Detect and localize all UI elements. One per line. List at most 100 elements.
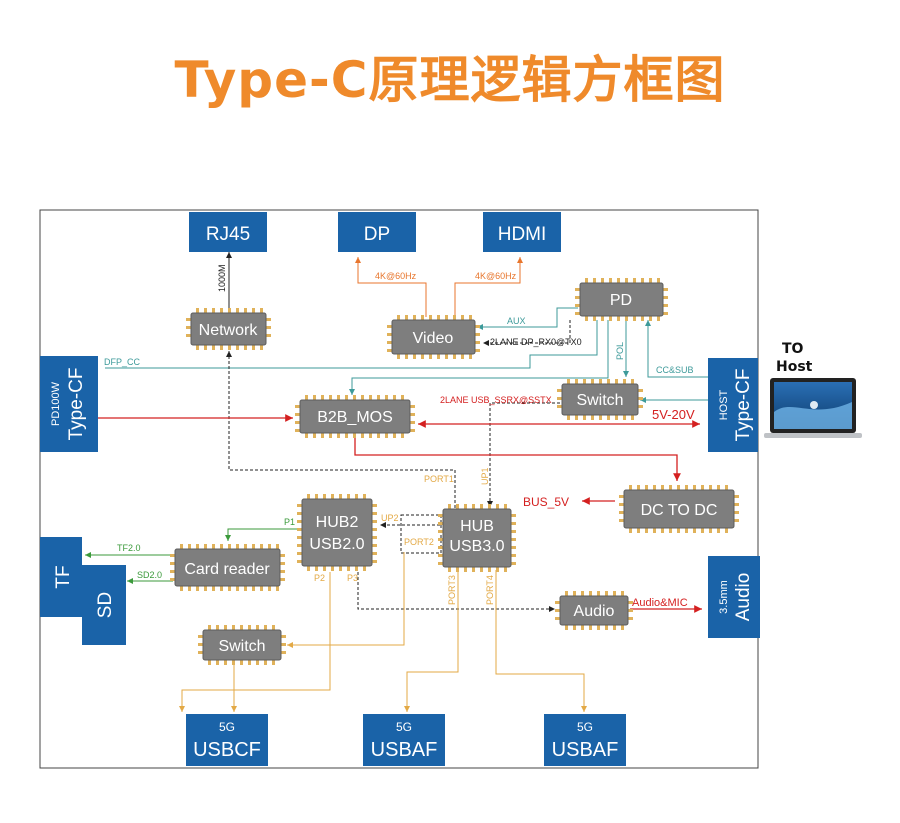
label-1000m: 1000M <box>217 264 227 292</box>
chip-pins <box>170 544 285 591</box>
svg-text:USBCF: USBCF <box>193 739 261 761</box>
port-tf: TF <box>40 537 82 617</box>
port-usbcf: 5G USBCF <box>186 714 268 766</box>
chip-pins <box>438 504 516 572</box>
line-labels: 1000M 4K@60Hz 4K@60Hz AUX 2LANE DP_RX0@T… <box>104 264 695 609</box>
chip-network: Network <box>186 308 271 350</box>
svg-text:B2B_MOS: B2B_MOS <box>317 409 393 426</box>
chip-pins <box>186 308 271 350</box>
svg-text:USB2.0: USB2.0 <box>309 536 364 553</box>
label-up1: UP1 <box>480 467 490 485</box>
svg-text:USBAF: USBAF <box>552 739 619 761</box>
label-5v-20v: 5V-20V <box>652 407 695 422</box>
connections <box>67 252 708 712</box>
chip-pins <box>198 625 286 665</box>
svg-text:Type-CF: Type-CF <box>733 369 754 442</box>
svg-text:5G: 5G <box>396 720 412 734</box>
chip-pins <box>619 485 739 533</box>
label-p3: P3 <box>347 573 358 583</box>
label-lane-usb: 2LANE USB_SSRX@SSTX <box>440 395 552 405</box>
page-title: Type-C原理逻辑方框图 <box>174 51 726 109</box>
svg-text:Audio: Audio <box>574 603 615 620</box>
chip-body <box>391 319 476 355</box>
port-dp: DP <box>338 212 416 252</box>
chip-pins <box>295 395 415 438</box>
chip-blocks: Network Video PD B2B_MOS Switch DC TO DC… <box>170 278 739 665</box>
port-usbaf-2: 5G USBAF <box>544 714 626 766</box>
chip-pins <box>575 278 668 321</box>
label-tf20: TF2.0 <box>117 543 141 553</box>
chip-body <box>623 489 735 529</box>
svg-text:USBAF: USBAF <box>371 739 438 761</box>
diagram-frame <box>39 209 759 769</box>
label-aux: AUX <box>507 316 526 326</box>
svg-text:Type-CF: Type-CF <box>66 368 87 441</box>
svg-text:3.5mm: 3.5mm <box>718 580 730 614</box>
label-hdmi-4k: 4K@60Hz <box>475 271 517 281</box>
label-p1: P1 <box>284 517 295 527</box>
port-typec-left: PD100W Type-CF <box>40 356 98 452</box>
svg-text:Network: Network <box>199 322 259 339</box>
label-audio-mic: Audio&MIC <box>632 597 688 609</box>
chip-body <box>301 498 373 567</box>
svg-text:Video: Video <box>413 330 454 347</box>
svg-text:HUB: HUB <box>460 518 494 535</box>
svg-text:HOST: HOST <box>718 389 730 420</box>
chip-pins <box>557 379 643 420</box>
label-lane-dp: 2LANE DP_RX0@TX0 <box>490 337 582 347</box>
label-sd20: SD2.0 <box>137 570 162 580</box>
chip-body <box>299 399 411 434</box>
chip-switch-top: Switch <box>557 379 643 420</box>
host-to-label: TO <box>782 341 804 357</box>
chip-pins <box>387 315 480 359</box>
label-port1: PORT1 <box>424 474 454 484</box>
svg-text:Card reader: Card reader <box>184 561 270 578</box>
svg-text:HDMI: HDMI <box>498 224 547 245</box>
svg-text:TF: TF <box>53 565 74 588</box>
chip-body <box>579 282 664 317</box>
chip-body <box>559 595 629 626</box>
chip-audio: Audio <box>555 591 633 630</box>
label-up2: UP2 <box>381 513 399 523</box>
svg-text:Audio: Audio <box>733 573 754 622</box>
chip-video: Video <box>387 315 480 359</box>
label-cc-sub: CC&SUB <box>656 365 694 375</box>
port-usbaf-1: 5G USBAF <box>363 714 445 766</box>
chip-hub: HUB USB3.0 <box>438 504 516 572</box>
svg-text:PD: PD <box>610 292 632 309</box>
label-dp-4k: 4K@60Hz <box>375 271 417 281</box>
label-port3: PORT3 <box>447 575 457 605</box>
chip-pd: PD <box>575 278 668 321</box>
svg-text:PD100W: PD100W <box>50 381 62 426</box>
svg-text:USB3.0: USB3.0 <box>449 538 504 555</box>
port-sd: SD <box>82 565 126 645</box>
host-label: Host <box>776 359 813 375</box>
chip-body <box>561 383 639 416</box>
chip-pins <box>555 591 633 630</box>
port-hdmi: HDMI <box>483 212 561 252</box>
svg-text:5G: 5G <box>219 720 235 734</box>
svg-text:DP: DP <box>364 224 390 245</box>
chip-hub2: HUB2 USB2.0 <box>297 494 377 571</box>
chip-body <box>202 629 282 661</box>
svg-text:5G: 5G <box>577 720 593 734</box>
svg-text:Switch: Switch <box>218 638 265 655</box>
port-rj45: RJ45 <box>189 212 267 252</box>
laptop-icon <box>764 378 862 438</box>
label-port2: PORT2 <box>404 537 434 547</box>
chip-body <box>442 508 512 568</box>
port-blocks: RJ45 DP HDMI PD100W Type-CF HOST Type-C <box>40 212 760 766</box>
chip-body <box>174 548 281 587</box>
chip-body <box>190 312 267 346</box>
label-p2: P2 <box>314 573 325 583</box>
svg-text:DC TO DC: DC TO DC <box>641 502 718 519</box>
port-audio-35: 3.5mm Audio <box>708 556 760 638</box>
label-dfp-cc: DFP_CC <box>104 357 141 367</box>
port-typec-right: HOST Type-CF <box>708 358 758 452</box>
label-bus-5v: BUS_5V <box>523 495 569 509</box>
svg-text:RJ45: RJ45 <box>206 224 250 245</box>
chip-b2b-mos: B2B_MOS <box>295 395 415 438</box>
chip-card-reader: Card reader <box>170 544 285 591</box>
label-pol: POL <box>615 342 625 360</box>
